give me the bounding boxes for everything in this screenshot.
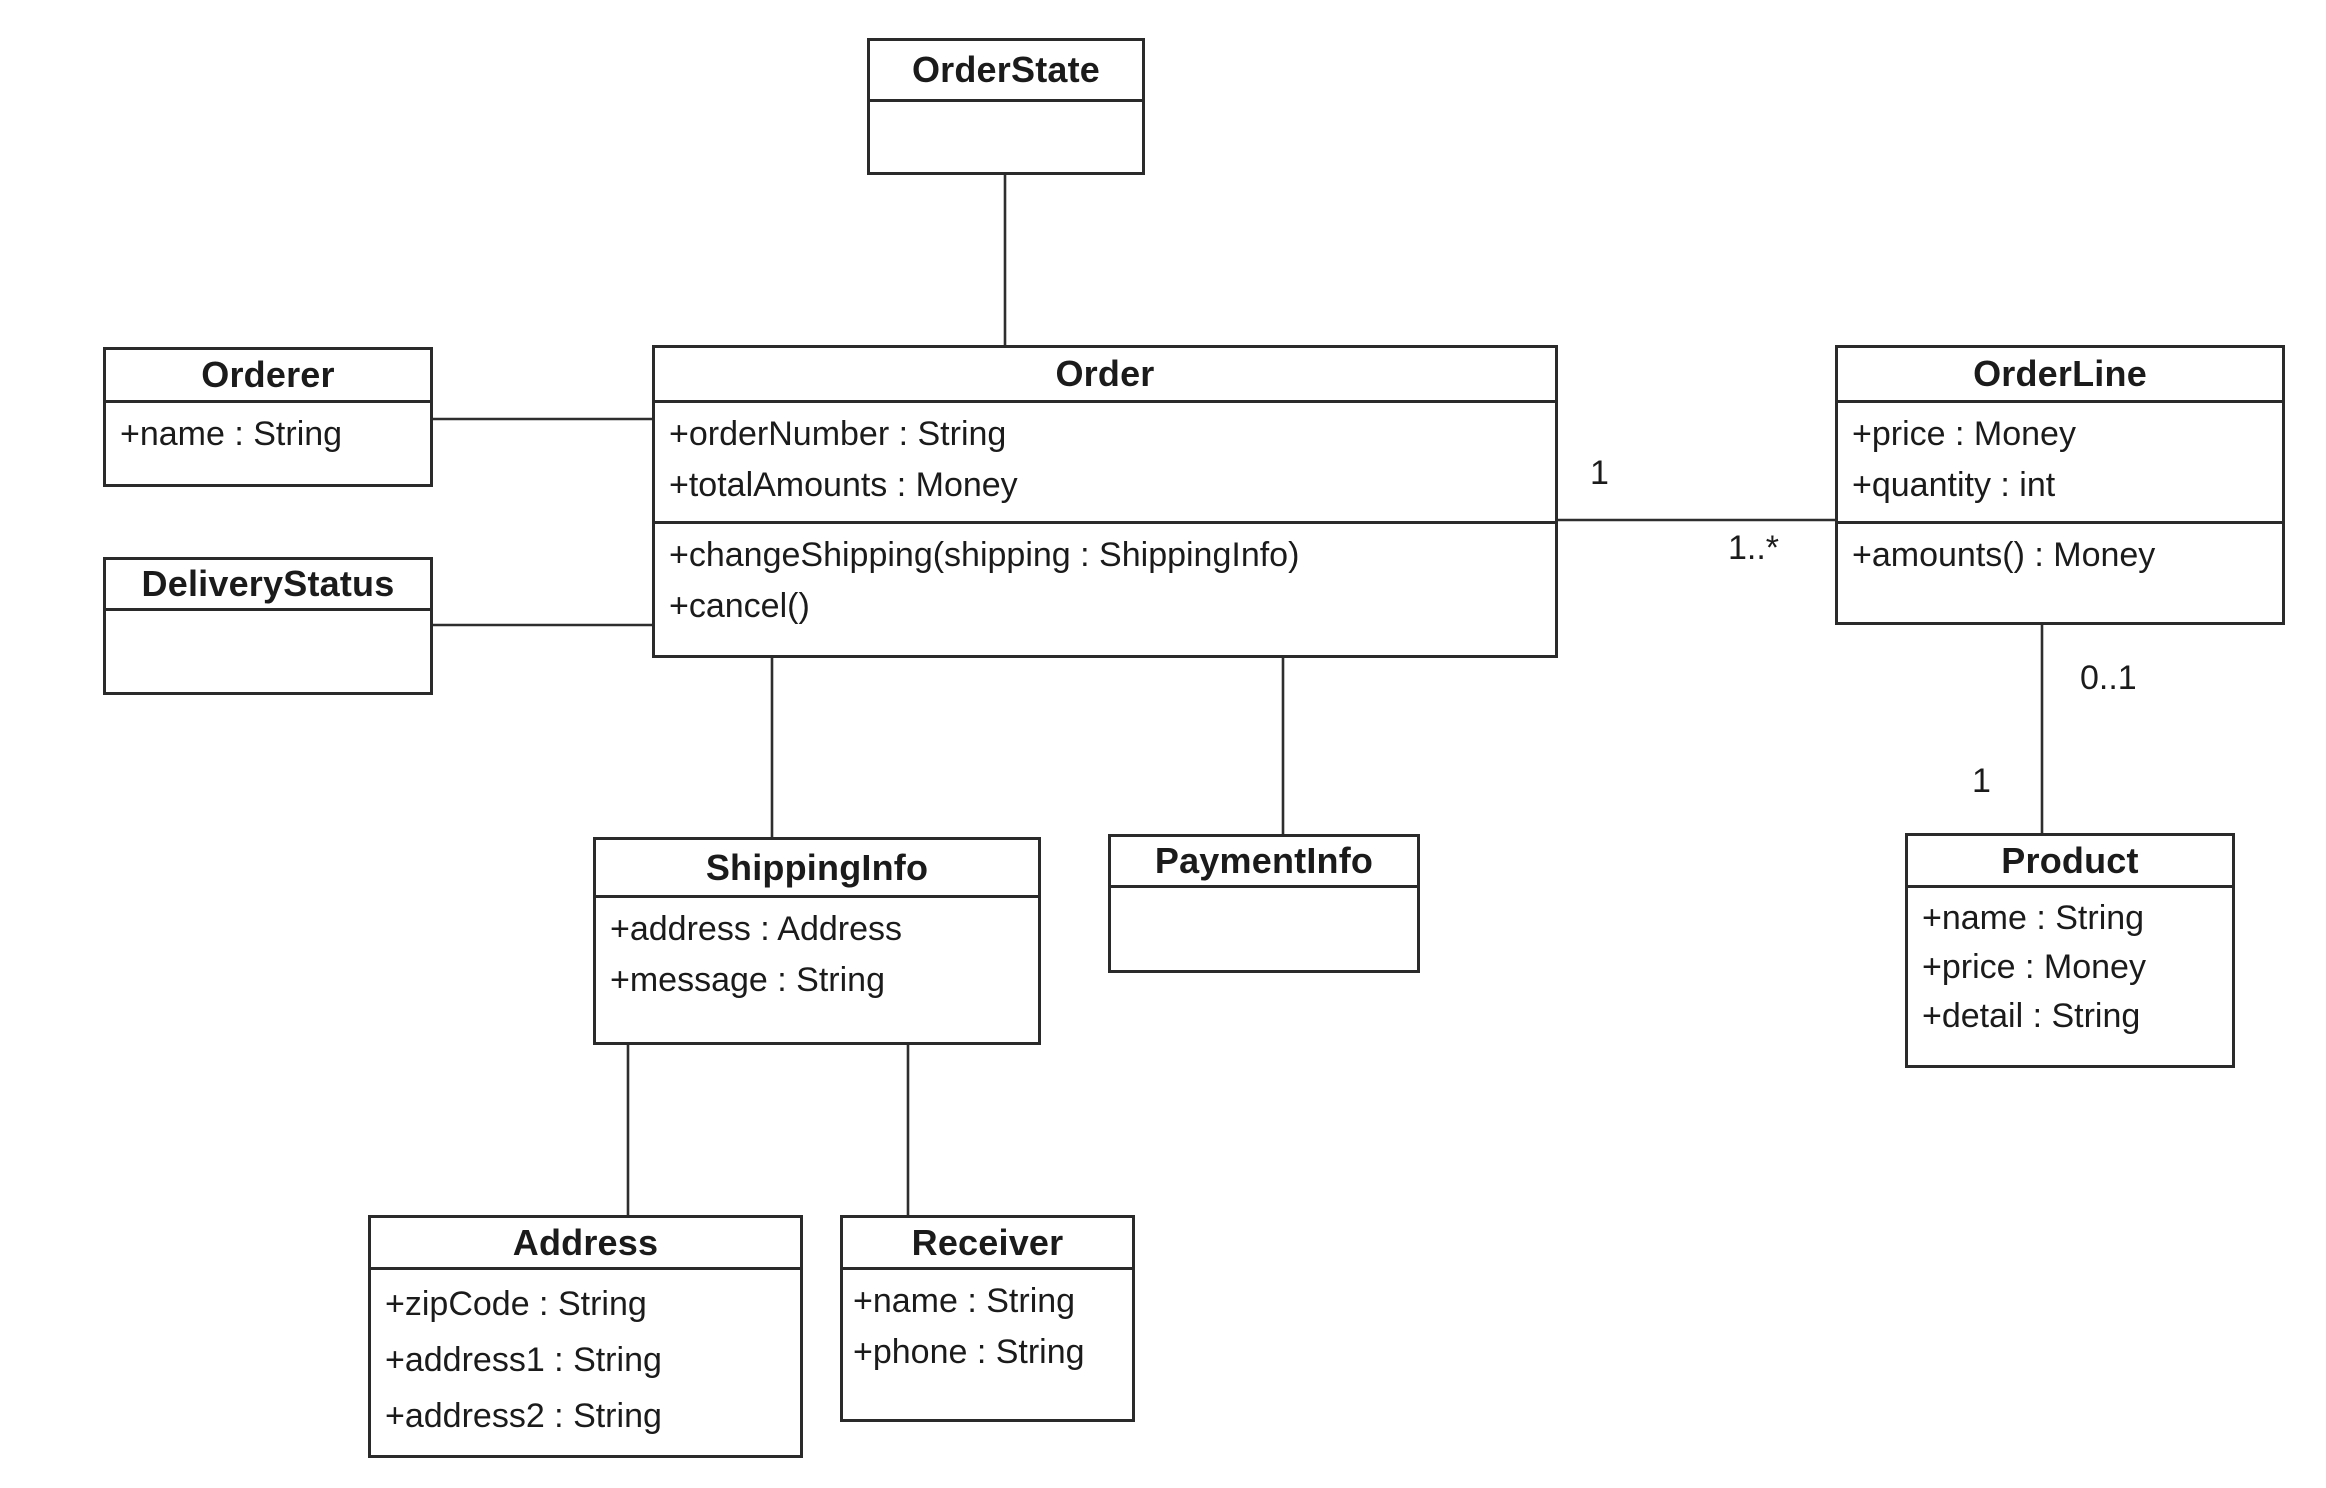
class-box-address: Address +zipCode : String +address1 : St… [368,1215,803,1458]
class-box-orderer: Orderer +name : String [103,347,433,487]
class-methods-order: +changeShipping(shipping : ShippingInfo)… [655,521,1555,655]
class-attributes-deliverystatus [106,611,430,692]
class-box-paymentinfo: PaymentInfo [1108,834,1420,973]
class-attributes-paymentinfo [1111,888,1417,970]
multiplicity-orderline-product-far: 1 [1972,762,1991,800]
class-title-orderstate: OrderState [870,41,1142,102]
class-title-orderline: OrderLine [1838,348,2282,403]
class-attributes-orderline: +price : Money +quantity : int [1838,403,2282,521]
class-box-receiver: Receiver +name : String +phone : String [840,1215,1135,1422]
attribute: +message : String [610,961,885,999]
class-title-address: Address [371,1218,800,1270]
class-attributes-product: +name : String +price : Money +detail : … [1908,888,2232,1065]
attribute: +orderNumber : String [669,415,1007,453]
attribute: +address1 : String [385,1341,662,1379]
attribute: +address : Address [610,910,903,948]
attribute: +name : String [1922,899,2145,937]
class-box-deliverystatus: DeliveryStatus [103,557,433,695]
class-attributes-order: +orderNumber : String +totalAmounts : Mo… [655,403,1555,521]
attribute: +name : String [120,415,343,453]
class-title-receiver: Receiver [843,1218,1132,1270]
multiplicity-order-orderline-target: 1..* [1728,529,1780,567]
attribute: +detail : String [1922,997,2141,1035]
multiplicity-orderline-product-near: 0..1 [2080,659,2137,697]
attribute: +quantity : int [1852,466,2056,504]
class-box-product: Product +name : String +price : Money +d… [1905,833,2235,1068]
class-title-order: Order [655,348,1555,403]
attribute: +totalAmounts : Money [669,466,1018,504]
class-box-orderline: OrderLine +price : Money +quantity : int… [1835,345,2285,625]
class-box-order: Order +orderNumber : String +totalAmount… [652,345,1558,658]
class-title-paymentinfo: PaymentInfo [1111,837,1417,888]
method: +amounts() : Money [1852,536,2156,574]
class-attributes-shippinginfo: +address : Address +message : String [596,898,1038,1042]
class-attributes-orderer: +name : String [106,403,430,484]
attribute: +zipCode : String [385,1285,647,1323]
method: +cancel() [669,587,810,625]
class-attributes-address: +zipCode : String +address1 : String +ad… [371,1270,800,1455]
class-box-shippinginfo: ShippingInfo +address : Address +message… [593,837,1041,1045]
attribute: +phone : String [853,1333,1085,1371]
class-title-orderer: Orderer [106,350,430,403]
attribute: +name : String [853,1282,1076,1320]
multiplicity-order-orderline-source: 1 [1590,454,1609,492]
class-title-product: Product [1908,836,2232,888]
class-title-deliverystatus: DeliveryStatus [106,560,430,611]
class-attributes-receiver: +name : String +phone : String [843,1270,1132,1419]
method: +changeShipping(shipping : ShippingInfo) [669,536,1300,574]
attribute: +address2 : String [385,1397,662,1435]
attribute: +price : Money [1922,948,2146,986]
attribute: +price : Money [1852,415,2076,453]
class-box-orderstate: OrderState [867,38,1145,175]
class-attributes-orderstate [870,102,1142,172]
class-methods-orderline: +amounts() : Money [1838,521,2282,622]
class-title-shippinginfo: ShippingInfo [596,840,1038,898]
